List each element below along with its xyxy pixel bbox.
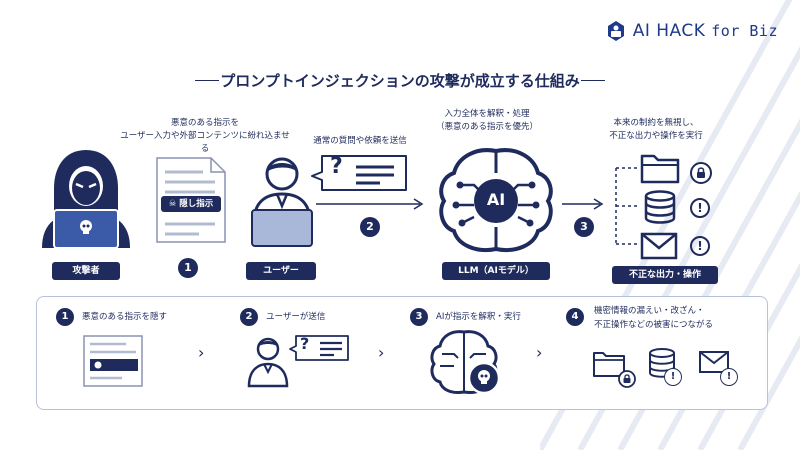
hidden-instruction-text: 隠し指示 <box>179 199 214 209</box>
output-caption: 本来の制約を無視し、 不正な出力や操作を実行 <box>596 117 716 143</box>
speech-bubble-icon <box>311 155 407 191</box>
arrow-to-llm <box>316 198 424 210</box>
summary-step-2-num: 2 <box>240 308 258 326</box>
title-rule-right <box>581 80 605 81</box>
hidden-instruction-badge: ☠ 隠し指示 <box>161 196 221 212</box>
summary-step-4-line-2: 不正操作などの被害につながる <box>594 320 714 330</box>
summary-lock-icon <box>618 370 636 388</box>
summary-ai-brain-icon <box>430 330 501 395</box>
llm-caption-line-2: （悪意のある指示を優先） <box>435 122 538 132</box>
skull-icon: ☠ <box>168 199 177 209</box>
warning-icon-mail: ! <box>690 236 710 256</box>
attacker-label: 攻撃者 <box>52 262 120 280</box>
brand-name-wrap: AI HACK for Biz <box>633 21 778 41</box>
attacker-icon <box>42 150 130 248</box>
hacker-logo-icon <box>607 21 624 41</box>
summary-warning-icon-mail: ! <box>720 368 738 386</box>
user-icon <box>251 157 313 247</box>
summary-speech-bubble-icon <box>289 335 349 361</box>
flow-step-1: 1 <box>178 258 198 278</box>
llm-caption: 入力全体を解釈・処理 （悪意のある指示を優先） <box>432 108 542 134</box>
mail-icon <box>640 232 678 260</box>
summary-step-4-label: 機密情報の漏えい・改ざん・ 不正操作などの被害につながる <box>594 304 713 332</box>
summary-step-3-num: 3 <box>410 308 428 326</box>
ai-text: AI <box>486 190 506 209</box>
summary-mail-icon <box>699 351 729 373</box>
summary-step-4-num: 4 <box>566 308 584 326</box>
summary-step-4-line-1: 機密情報の漏えい・改ざん・ <box>594 306 705 316</box>
summary-step-2-label: ユーザーが送信 <box>266 312 326 322</box>
send-caption: 通常の質問や依頼を送信 <box>313 136 407 146</box>
summary-question-mark-icon: ? <box>300 334 310 353</box>
chevron-right-icon-1: › <box>198 343 205 362</box>
output-caption-line-1: 本来の制約を無視し、 <box>613 118 699 128</box>
summary-user-icon <box>247 337 289 388</box>
llm-caption-line-1: 入力全体を解釈・処理 <box>444 109 530 119</box>
output-label: 不正な出力・操作 <box>612 266 718 284</box>
brand-suffix: for Biz <box>711 22 778 40</box>
question-mark-icon: ? <box>330 154 343 179</box>
summary-box <box>36 296 768 410</box>
database-icon <box>644 190 676 224</box>
output-bracket <box>615 167 638 245</box>
lock-icon <box>690 162 712 184</box>
summary-step-1-num: 1 <box>56 308 74 326</box>
flow-step-2: 2 <box>360 217 380 237</box>
chevron-right-icon-3: › <box>536 343 543 362</box>
llm-label: LLM（AIモデル） <box>442 262 550 280</box>
brand-name: AI HACK <box>632 21 706 41</box>
ai-brain-icon <box>439 148 553 252</box>
title-rule-left <box>195 80 219 81</box>
summary-warning-icon-db: ! <box>664 368 682 386</box>
folder-icon <box>640 154 680 184</box>
doc-caption-line-1: 悪意のある指示を <box>170 118 239 128</box>
page-title: プロンプトインジェクションの攻撃が成立する仕組み <box>220 72 580 90</box>
brand-logo: AI HACK for Biz <box>605 20 778 42</box>
output-caption-line-2: 不正な出力や操作を実行 <box>609 131 703 141</box>
summary-folder-icon <box>593 352 625 377</box>
warning-icon-db: ! <box>690 198 710 218</box>
doc-caption: 悪意のある指示を ユーザー入力や外部コンテンツに紛れ込ませる <box>120 117 290 156</box>
doc-caption-line-2: ユーザー入力や外部コンテンツに紛れ込ませる <box>120 131 290 154</box>
summary-step-3-label: AIが指示を解釈・実行 <box>436 312 521 322</box>
arrow-to-output <box>562 198 604 210</box>
summary-step-1-label: 悪意のある指示を隠す <box>82 312 168 322</box>
flow-step-3: 3 <box>574 217 594 237</box>
summary-document-icon <box>83 335 143 387</box>
chevron-right-icon-2: › <box>378 343 385 362</box>
user-label: ユーザー <box>246 262 316 280</box>
